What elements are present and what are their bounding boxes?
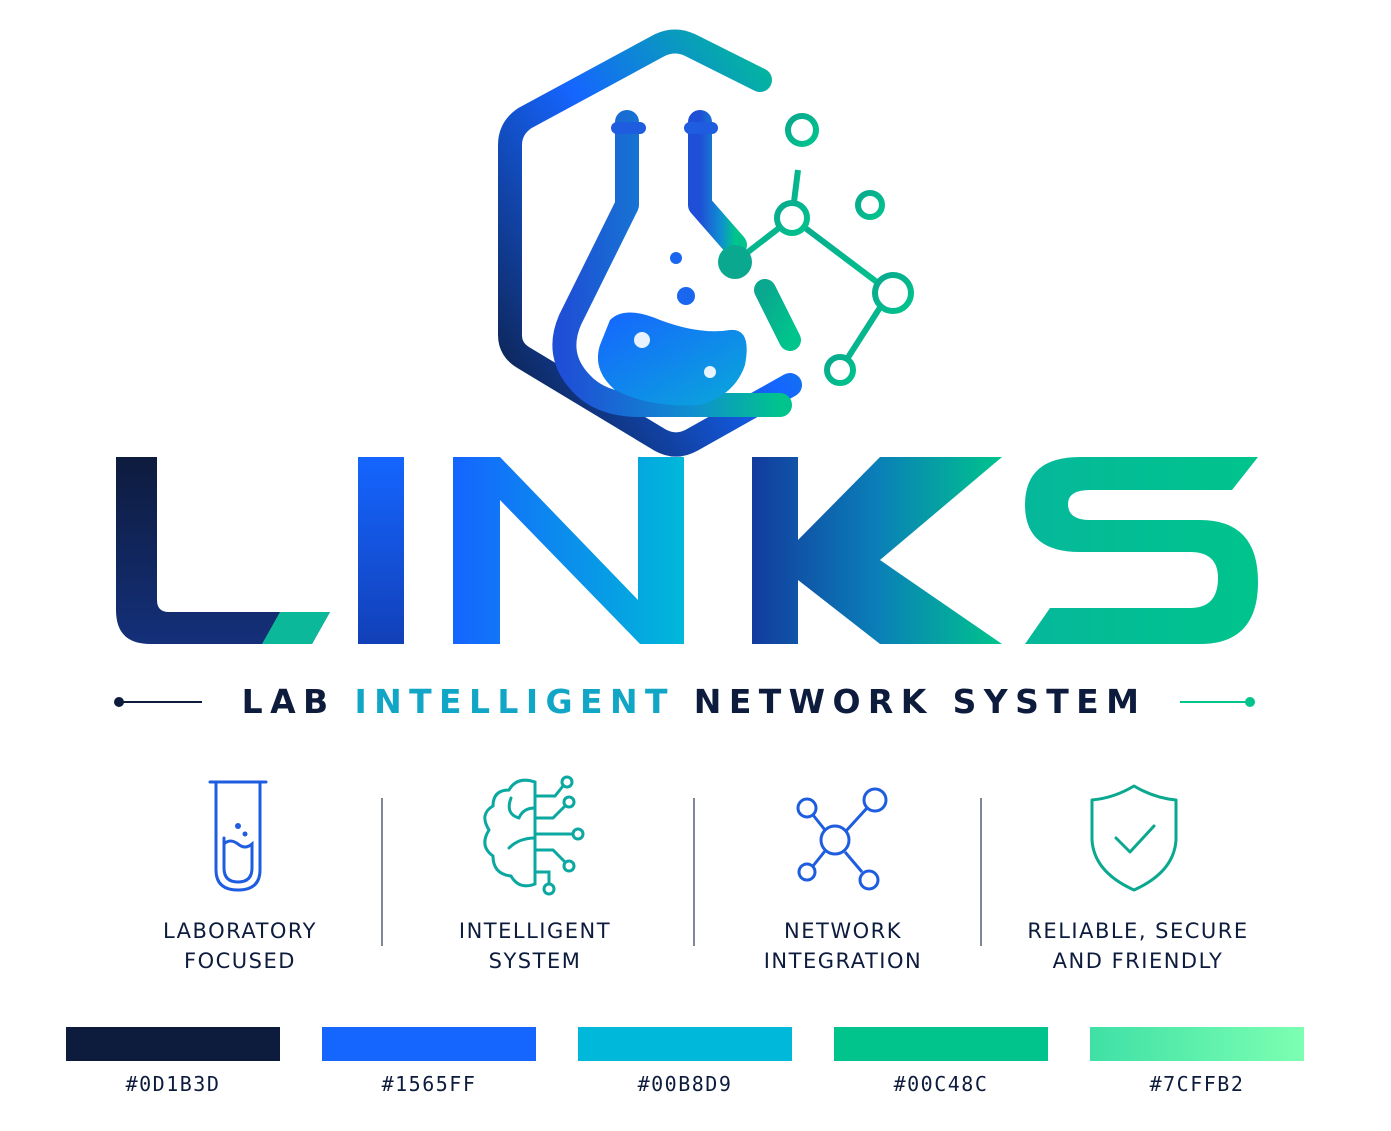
divider — [980, 798, 982, 946]
color-code: #7CFFB2 — [1149, 1072, 1245, 1096]
feature-label-line: RELIABLE, SECURE — [1027, 919, 1249, 943]
feature-reliable: RELIABLE, SECURE AND FRIENDLY — [988, 768, 1288, 988]
color-swatch — [66, 1027, 280, 1061]
tagline: LAB INTELLIGENT NETWORK SYSTEM — [0, 682, 1391, 722]
color-code: #00C48C — [893, 1072, 989, 1096]
flask-icon — [552, 110, 801, 417]
wordmark — [116, 457, 1258, 644]
feature-laboratory: LABORATORY FOCUSED — [90, 768, 390, 988]
feature-label: INTELLIGENT SYSTEM — [385, 916, 685, 976]
network-nodes-icon — [796, 787, 888, 891]
feature-label-line: AND FRIENDLY — [1052, 949, 1224, 973]
tagline-word: LAB — [241, 682, 336, 721]
color-swatch — [834, 1027, 1048, 1061]
tagline-word: SYSTEM — [952, 682, 1147, 721]
divider — [381, 798, 383, 946]
color-swatch — [578, 1027, 792, 1061]
molecule-icon — [718, 113, 914, 386]
feature-network: NETWORK INTEGRATION — [693, 768, 993, 988]
feature-intelligent: INTELLIGENT SYSTEM — [385, 768, 685, 988]
divider — [693, 798, 695, 946]
tagline-rule-left — [118, 701, 202, 703]
feature-label: RELIABLE, SECURE AND FRIENDLY — [988, 916, 1288, 976]
feature-label: NETWORK INTEGRATION — [693, 916, 993, 976]
tagline-dot-left — [114, 697, 124, 707]
color-swatch — [322, 1027, 536, 1061]
feature-label-line: NETWORK — [784, 919, 902, 943]
test-tube-icon — [208, 780, 268, 892]
tagline-word: NETWORK — [693, 682, 934, 721]
shield-check-icon — [1090, 784, 1178, 892]
brain-circuit-icon — [483, 775, 585, 896]
logo-graphic — [116, 29, 1258, 644]
hexagon-frame — [498, 29, 802, 457]
tagline-rule-right — [1180, 701, 1252, 703]
tagline-word: INTELLIGENT — [354, 682, 675, 721]
feature-label-line: FOCUSED — [184, 949, 296, 973]
feature-label-line: INTELLIGENT — [458, 919, 612, 943]
tagline-text: LAB INTELLIGENT NETWORK SYSTEM — [216, 682, 1172, 722]
feature-label: LABORATORY FOCUSED — [90, 916, 390, 976]
feature-label-line: INTEGRATION — [763, 949, 923, 973]
color-code: #1565FF — [381, 1072, 477, 1096]
color-code: #00B8D9 — [637, 1072, 733, 1096]
color-code: #0D1B3D — [125, 1072, 221, 1096]
feature-label-line: SYSTEM — [488, 949, 582, 973]
color-swatch — [1090, 1027, 1304, 1061]
feature-label-line: LABORATORY — [162, 919, 318, 943]
tagline-dot-right — [1245, 697, 1255, 707]
